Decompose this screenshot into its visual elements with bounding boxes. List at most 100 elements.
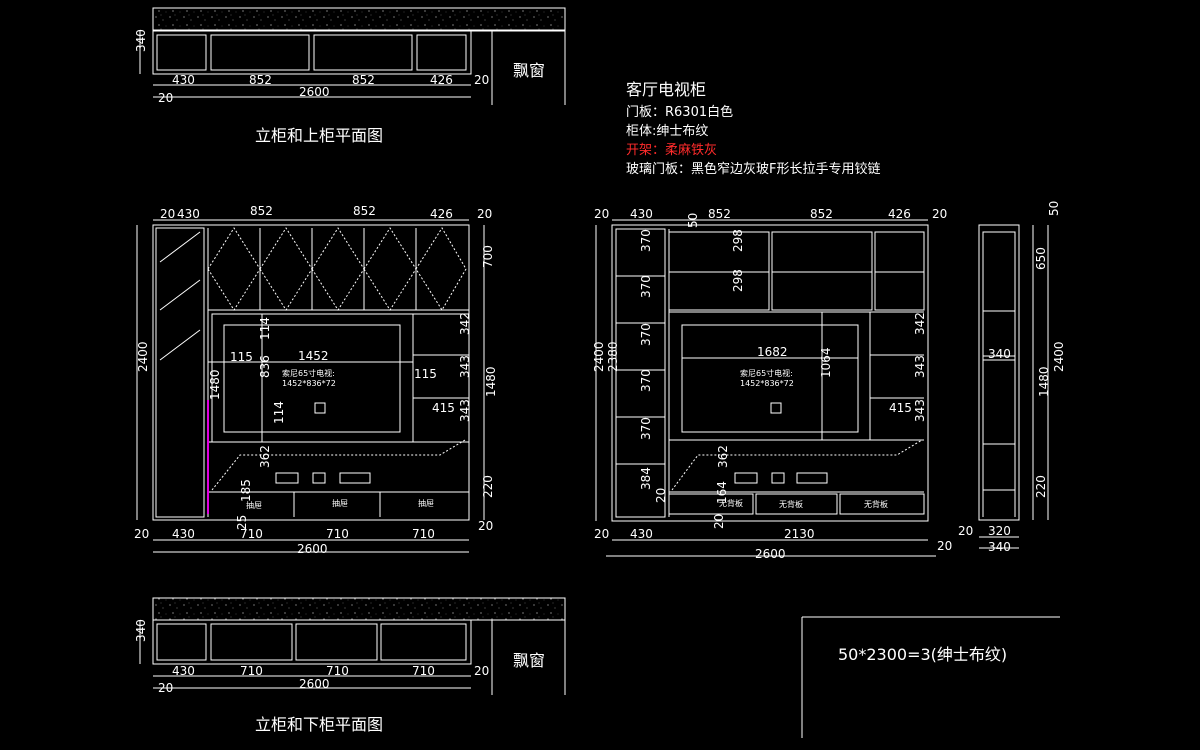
note-frame (801, 616, 1060, 738)
bay-window-label: 飘窗 (513, 651, 546, 670)
dim-label: 426 (888, 207, 911, 221)
side-panel-outline (978, 224, 1020, 521)
dim-label: 426 (430, 207, 453, 221)
dim-label: 852 (352, 73, 375, 87)
dim-label: 700 (481, 245, 495, 268)
dim-label: 2600 (755, 547, 786, 561)
dim-label: 852 (708, 207, 731, 221)
dim-label: 20 (134, 527, 149, 541)
side-view (978, 224, 1049, 549)
bottom-plan-dims: 340 430 710 710 710 20 20 2600 (134, 619, 489, 695)
dim-label: 370 (639, 275, 653, 298)
dim-label: 426 (430, 73, 453, 87)
dim-label: 2600 (297, 542, 328, 556)
top-plan-dims: 340 430 852 852 426 20 20 2600 (134, 29, 489, 105)
dim-label: 50 (686, 213, 700, 228)
bay-window-label: 飘窗 (513, 61, 546, 80)
material-notes: 客厅电视柜 门板：R6301白色 柜体:绅士布纹 开架：柔麻铁灰 玻璃门板：黑色… (626, 80, 880, 179)
dim-label: 20 (477, 207, 492, 221)
dim-label: 370 (639, 323, 653, 346)
dim-label: 20 (654, 488, 668, 503)
top-plan-view (139, 7, 566, 105)
dim-label: 430 (630, 207, 653, 221)
dim-label: 164 (715, 481, 729, 504)
dim-label: 852 (250, 204, 273, 218)
no-back-label: 无背板 (779, 499, 803, 509)
dim-label: 115 (230, 350, 253, 364)
no-back-label: 无背板 (864, 499, 888, 509)
dim-label: 1064 (819, 347, 833, 378)
dim-label: 430 (630, 527, 653, 541)
tv-size: 1452*836*72 (740, 379, 794, 388)
dim-label: 20 (158, 91, 173, 105)
dim-label: 2400 (136, 341, 150, 372)
dim-label: 384 (639, 467, 653, 490)
bottom-plan-view (139, 597, 566, 695)
right-elevation-dims: 20 430 852 852 426 20 2400 2380 370 370 … (592, 207, 952, 561)
dim-label: 20 (158, 681, 173, 695)
note-line: 玻璃门板：黑色窄边灰玻F形长拉手专用铰链 (626, 162, 881, 177)
dim-label: 362 (258, 445, 272, 468)
drawer-label: 抽屉 (246, 500, 262, 510)
dim-label: 342 (913, 312, 927, 335)
dim-label: 852 (249, 73, 272, 87)
dim-label: 115 (414, 367, 437, 381)
dim-label: 710 (412, 527, 435, 541)
dim-label: 20 (594, 207, 609, 221)
dim-label: 20 (160, 207, 175, 221)
left-elevation (136, 219, 485, 553)
dim-label: 370 (639, 417, 653, 440)
dim-label: 430 (172, 73, 195, 87)
dim-label: 1480 (208, 369, 222, 400)
dim-label: 340 (134, 619, 148, 642)
side-view-dims: 50 650 2400 1480 220 340 20 320 340 (958, 201, 1066, 554)
dim-label: 1480 (1037, 366, 1051, 397)
dim-label: 220 (481, 475, 495, 498)
dim-label: 20 (474, 73, 489, 87)
material-formula: 50*2300=3(绅士布纹) (838, 645, 1008, 664)
tv-label: 索尼65寸电视: (282, 368, 335, 378)
dim-label: 2600 (299, 677, 330, 691)
left-elevation-labels: 索尼65寸电视: 1452*836*72 抽屉 抽屉 抽屉 (246, 368, 434, 510)
notes-title: 客厅电视柜 (626, 80, 707, 99)
dim-label: 20 (932, 207, 947, 221)
cabinet-outline (611, 224, 929, 522)
drawer-label: 抽屉 (332, 498, 348, 508)
no-back-label: 无背板 (719, 498, 743, 508)
dim-label: 370 (639, 229, 653, 252)
dim-label: 20 (712, 514, 726, 529)
dim-label: 2400 (1052, 341, 1066, 372)
drawer-label: 抽屉 (418, 498, 434, 508)
cabinet-outline (152, 224, 470, 521)
dim-label: 430 (172, 664, 195, 678)
dim-label: 340 (988, 540, 1011, 554)
dim-label: 343 (458, 355, 472, 378)
left-elevation-dims: 20 430 852 852 426 20 2400 700 1480 1480… (134, 204, 498, 556)
dim-label: 1682 (757, 345, 788, 359)
note-line: 柜体:绅士布纹 (626, 124, 709, 139)
dim-label: 2380 (606, 341, 620, 372)
dim-label: 710 (326, 527, 349, 541)
dim-label: 298 (731, 269, 745, 292)
tv-size: 1452*836*72 (282, 379, 336, 388)
dim-label: 710 (412, 664, 435, 678)
dim-label: 20 (478, 519, 493, 533)
dim-label: 320 (988, 524, 1011, 538)
dim-label: 20 (594, 527, 609, 541)
dim-label: 20 (958, 524, 973, 538)
dim-label: 342 (458, 312, 472, 335)
dim-label: 852 (810, 207, 833, 221)
dim-label: 650 (1034, 247, 1048, 270)
dim-label: 1452 (298, 349, 329, 363)
dim-label: 430 (172, 527, 195, 541)
right-elevation-labels: 索尼65寸电视: 1452*836*72 无背板 无背板 无背板 (719, 368, 888, 509)
cabinet-outline (152, 30, 472, 75)
dim-label: 2400 (592, 341, 606, 372)
top-plan-caption: 立柜和上柜平面图 (255, 126, 384, 145)
dim-label: 430 (177, 207, 200, 221)
dim-label: 114 (272, 401, 286, 424)
dim-label: 836 (258, 355, 272, 378)
dim-label: 710 (240, 527, 263, 541)
dim-label: 298 (731, 229, 745, 252)
